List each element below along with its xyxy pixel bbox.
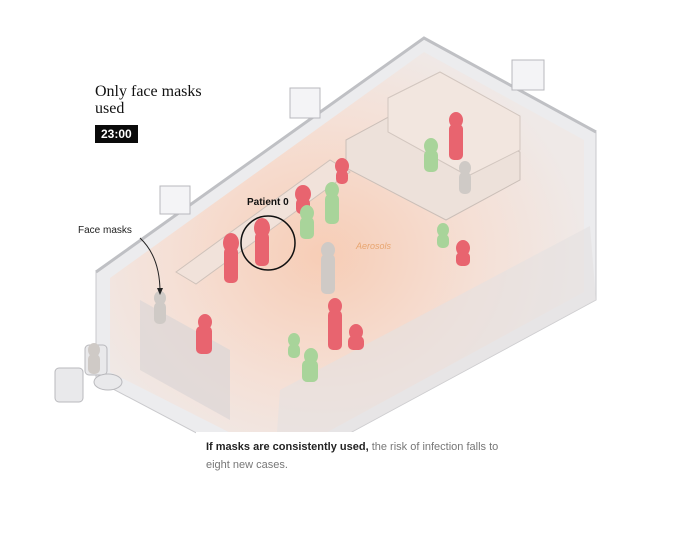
face-masks-label: Face masks (78, 225, 132, 236)
aerosols-label: Aerosols (356, 241, 392, 251)
caption: If masks are consistently used, the risk… (196, 432, 514, 484)
scenario-title: Only face masks used (95, 83, 202, 117)
ac-unit-icon (159, 59, 545, 215)
healthy-person-icon (288, 138, 449, 382)
caption-bold: If masks are consistently used, (206, 441, 369, 453)
patient-zero-marker (240, 215, 296, 271)
time-badge: 23:00 (95, 125, 138, 143)
front-wall-left (140, 300, 230, 420)
patient-zero-label: Patient 0 (247, 197, 289, 208)
infected-person-icon (196, 112, 470, 354)
face-masks-arrow (139, 237, 161, 293)
back-wall-edge (95, 36, 597, 274)
neutral-person-icon (88, 161, 471, 374)
arrow-head-icon (157, 288, 163, 295)
caption-text: the risk of infection falls to eight new… (206, 441, 499, 471)
front-wall-right (274, 226, 596, 474)
